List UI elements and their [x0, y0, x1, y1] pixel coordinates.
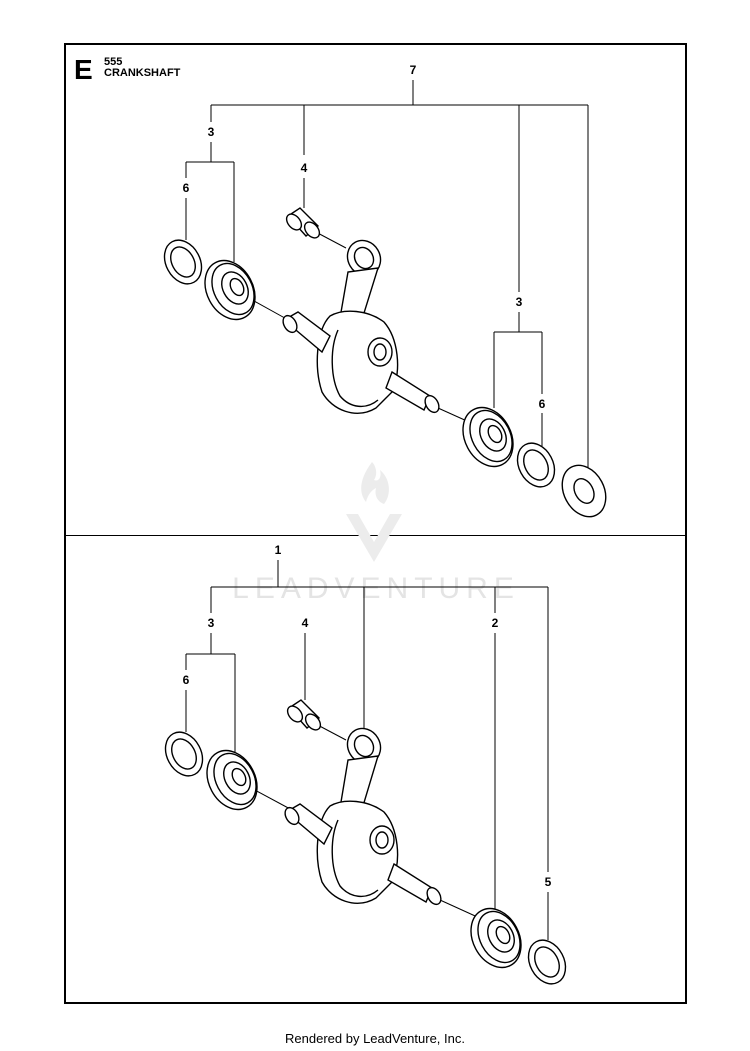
top-parts — [163, 207, 607, 518]
top-callout-labels: 7 3 4 6 3 6 — [183, 63, 546, 411]
callout-label: 4 — [301, 161, 308, 175]
ball-bearing-icon — [470, 907, 522, 969]
oil-seal-icon — [163, 239, 203, 285]
bottom-parts — [164, 699, 567, 985]
watermark-text: LEADVENTURE — [232, 572, 520, 605]
callout-label: 4 — [302, 616, 309, 630]
diagram-frame — [64, 43, 687, 1004]
callout-label: 7 — [410, 63, 417, 77]
callout-label: 6 — [183, 673, 190, 687]
callout-label: 6 — [183, 181, 190, 195]
callout-label: 6 — [539, 397, 546, 411]
bottom-callout-lines — [185, 560, 549, 940]
section-letter: E — [74, 54, 93, 85]
bottom-callout-labels: 1 3 4 2 6 5 — [183, 543, 552, 889]
crankshaft-icon — [282, 239, 440, 414]
model-number: 555 — [104, 56, 123, 68]
watermark-logo: LEADVENTURE — [232, 462, 520, 605]
crankshaft-icon — [284, 727, 442, 906]
ball-bearing-icon — [462, 406, 514, 468]
top-callout-lines — [185, 80, 589, 468]
section-divider — [64, 535, 687, 536]
footer-credit: Rendered by LeadVenture, Inc. — [285, 1031, 465, 1046]
section-title: CRANKSHAFT — [104, 67, 181, 79]
oil-seal-icon — [527, 939, 567, 985]
callout-label: 2 — [492, 616, 499, 630]
callout-label: 5 — [545, 875, 552, 889]
callout-label: 1 — [275, 543, 282, 557]
callout-label: 3 — [208, 616, 215, 630]
ball-bearing-icon — [206, 749, 258, 811]
needle-bearing-icon — [285, 207, 321, 239]
needle-bearing-icon — [286, 699, 322, 731]
oil-seal-icon — [516, 442, 556, 488]
washer-icon — [561, 464, 607, 518]
callout-label: 3 — [208, 125, 215, 139]
oil-seal-icon — [164, 731, 204, 777]
callout-label: 3 — [516, 295, 523, 309]
ball-bearing-icon — [204, 259, 256, 321]
